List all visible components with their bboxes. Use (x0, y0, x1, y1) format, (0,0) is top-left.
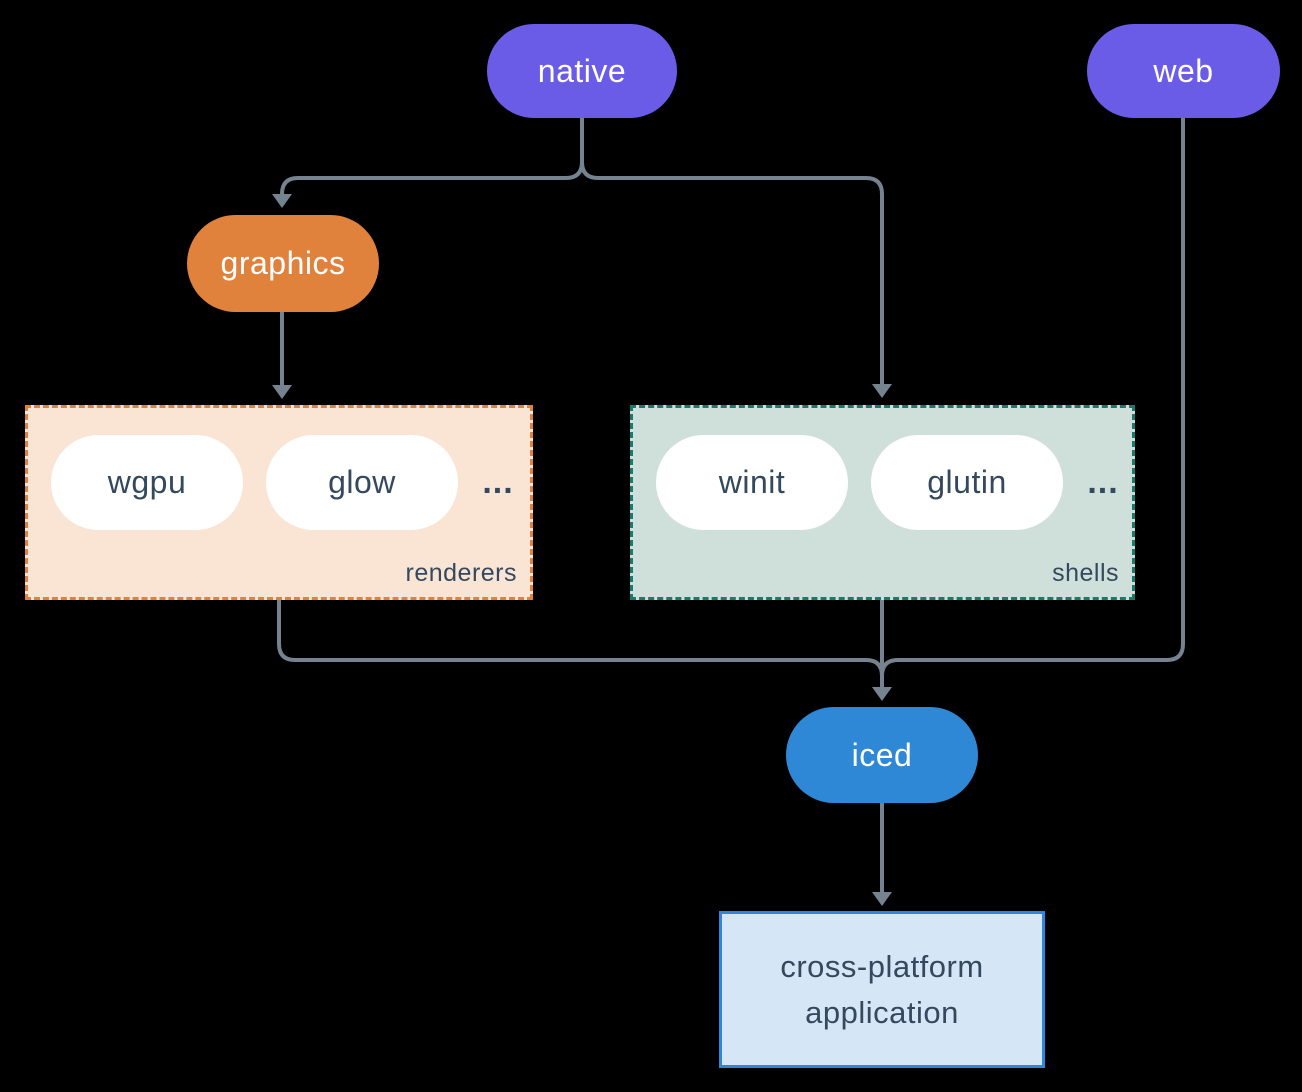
node-winit-label: winit (718, 464, 786, 500)
node-glutin: glutin (871, 435, 1063, 530)
node-glutin-label: glutin (927, 464, 1007, 500)
group-renderers: wgpu glow ... renderers (25, 405, 533, 600)
arrowhead-into-graphics (272, 194, 292, 208)
renderers-ellipsis: ... (482, 463, 514, 501)
node-graphics: graphics (187, 215, 379, 312)
node-glow: glow (266, 435, 458, 530)
edge-renderers-to-iced (277, 600, 884, 677)
node-winit: winit (656, 435, 848, 530)
edge-native-to-graphics (280, 118, 584, 195)
node-glow-label: glow (328, 464, 396, 500)
shells-group-label: shells (1052, 559, 1119, 587)
node-wgpu: wgpu (51, 435, 243, 530)
node-native: native (487, 24, 677, 118)
node-web: web (1087, 24, 1280, 118)
node-iced: iced (786, 707, 978, 803)
edge-native-to-shells (580, 118, 884, 385)
group-shells: winit glutin ... shells (630, 405, 1135, 600)
shells-ellipsis: ... (1087, 463, 1119, 501)
node-iced-label: iced (851, 736, 913, 773)
node-wgpu-label: wgpu (107, 464, 187, 500)
arrowhead-into-iced (872, 687, 892, 701)
node-native-label: native (537, 52, 627, 89)
arrowhead-into-renderers (272, 385, 292, 399)
renderers-group-label: renderers (405, 559, 517, 587)
node-web-label: web (1153, 52, 1214, 89)
node-application-line1: cross-platform (780, 948, 984, 984)
node-graphics-label: graphics (220, 245, 346, 281)
node-application: cross-platform application (719, 911, 1045, 1068)
node-application-line2: application (805, 994, 959, 1030)
arrowhead-into-shells (872, 384, 892, 398)
arrowhead-into-application (872, 892, 892, 906)
